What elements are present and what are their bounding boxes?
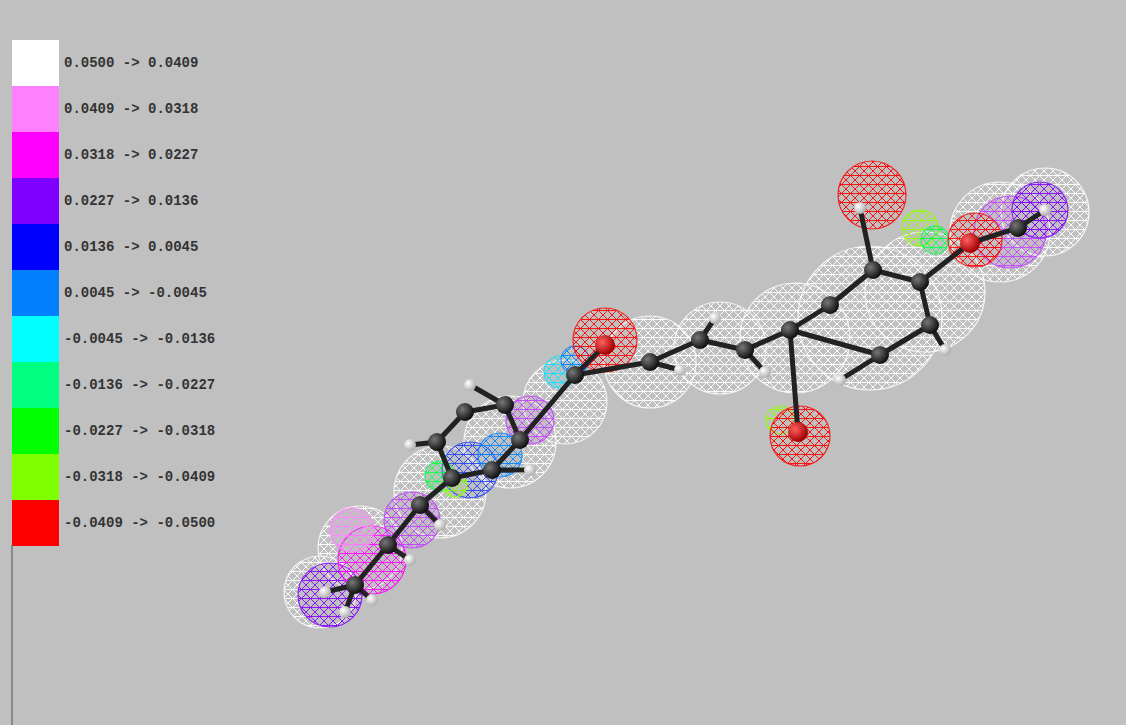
legend-swatch [12, 178, 59, 224]
legend-swatch [12, 224, 59, 270]
carbon-atom [411, 496, 429, 514]
legend-swatch [12, 454, 59, 500]
legend-label: 0.0500 -> 0.0409 [64, 55, 198, 71]
carbon-atom [428, 433, 446, 451]
carbon-atom [691, 331, 709, 349]
carbon-atom [921, 316, 939, 334]
oxygen-atom [595, 335, 615, 355]
legend-swatch [12, 270, 59, 316]
oxygen-atom [960, 233, 980, 253]
hydrogen-atom [854, 202, 866, 214]
hydrogen-atom [319, 586, 331, 598]
oxygen-atom [788, 422, 808, 442]
carbon-atom [821, 296, 839, 314]
hydrogen-atom [834, 374, 846, 386]
legend-label: -0.0409 -> -0.0500 [64, 515, 215, 531]
mesh-lobe [770, 406, 830, 466]
legend-label: 0.0045 -> -0.0045 [64, 285, 207, 301]
mesh-lobe [921, 226, 949, 254]
hydrogen-atom [339, 606, 351, 618]
bond [520, 375, 575, 440]
carbon-atom [911, 273, 929, 291]
legend: 0.0500 -> 0.0409 0.0409 -> 0.0318 0.0318 -… [12, 40, 252, 550]
carbon-atom [483, 461, 501, 479]
hydrogen-atom [464, 379, 476, 391]
bond [575, 362, 650, 375]
bond [860, 208, 873, 270]
mesh-lobe [573, 308, 637, 372]
hydrogen-atom [404, 554, 416, 566]
carbon-atom [1009, 219, 1027, 237]
legend-label: 0.0409 -> 0.0318 [64, 101, 198, 117]
carbon-atom [781, 321, 799, 339]
potential-mesh [284, 161, 1089, 628]
legend-swatch [12, 86, 59, 132]
legend-label: 0.0136 -> 0.0045 [64, 239, 198, 255]
frame-line [12, 545, 13, 725]
hydrogen-atom [759, 366, 771, 378]
bond [790, 330, 880, 355]
carbon-atom [871, 346, 889, 364]
hydrogen-atom [404, 439, 416, 451]
legend-swatch [12, 40, 59, 86]
legend-label: -0.0227 -> -0.0318 [64, 423, 215, 439]
hydrogen-atom [524, 464, 536, 476]
carbon-atom [443, 469, 461, 487]
legend-swatch [12, 132, 59, 178]
bond-lines [325, 208, 1045, 612]
legend-swatch [12, 408, 59, 454]
legend-swatch [12, 500, 59, 546]
carbon-atom [456, 403, 474, 421]
atom-balls [319, 202, 1051, 618]
hydrogen-atom [434, 519, 446, 531]
carbon-atom [864, 261, 882, 279]
bond [790, 330, 798, 432]
legend-label: 0.0227 -> 0.0136 [64, 193, 198, 209]
legend-label: -0.0318 -> -0.0409 [64, 469, 215, 485]
mesh-lobe [948, 213, 1002, 267]
carbon-atom [641, 353, 659, 371]
hydrogen-atom [939, 344, 951, 356]
carbon-atom [379, 536, 397, 554]
carbon-atom [736, 341, 754, 359]
carbon-atom [346, 576, 364, 594]
legend-label: -0.0136 -> -0.0227 [64, 377, 215, 393]
legend-label: -0.0045 -> -0.0136 [64, 331, 215, 347]
hydrogen-atom [709, 312, 721, 324]
hydrogen-atom [674, 364, 686, 376]
carbon-atom [566, 366, 584, 384]
mesh-lobe [838, 161, 906, 229]
legend-label: 0.0318 -> 0.0227 [64, 147, 198, 163]
hydrogen-atom [366, 594, 378, 606]
carbon-atom [511, 431, 529, 449]
legend-swatch [12, 316, 59, 362]
legend-swatch [12, 362, 59, 408]
hydrogen-atom [1039, 204, 1051, 216]
mesh-lobe [330, 508, 374, 552]
carbon-atom [496, 396, 514, 414]
